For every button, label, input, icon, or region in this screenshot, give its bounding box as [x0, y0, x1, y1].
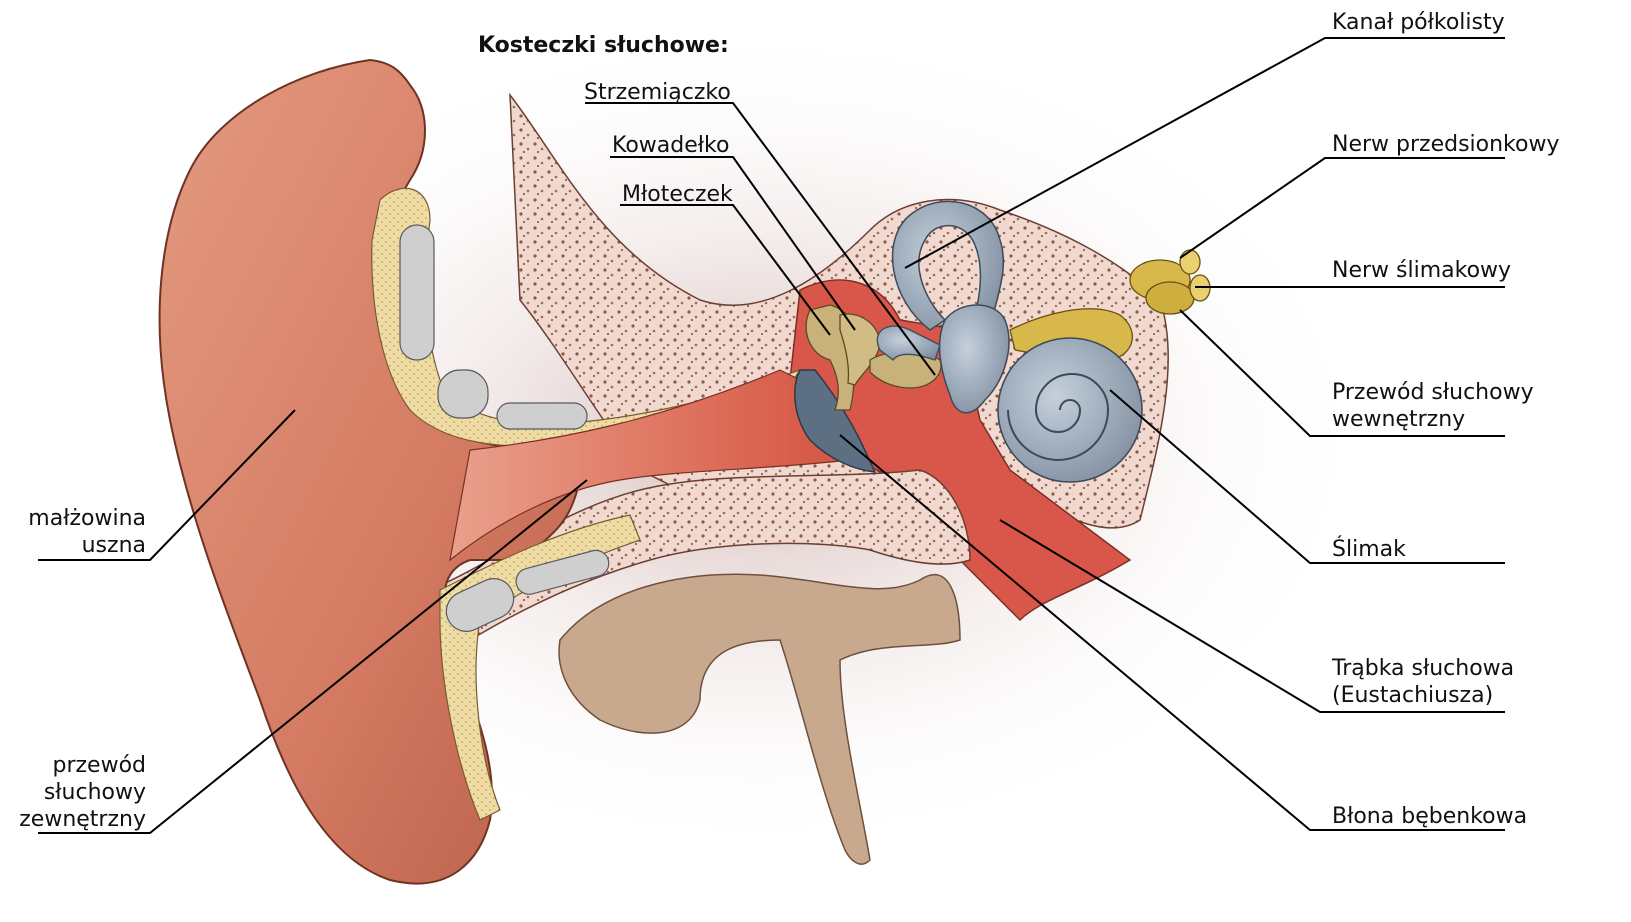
cartilage-plate-1 [400, 225, 434, 360]
label-kanal-polkolisty: Kanał półkolisty [1332, 9, 1505, 36]
label-przewod-wewnetrzny: Przewód słuchowy wewnętrzny [1332, 379, 1534, 433]
label-nerw-przedsionkowy: Nerw przedsionkowy [1332, 131, 1560, 158]
cartilage-plate-2 [438, 370, 488, 418]
cartilage-plate-3 [497, 403, 587, 429]
label-przewod-zewnetrzny: przewód słuchowy zewnętrzny [8, 752, 146, 833]
label-strzemiaczko: Strzemiączko [584, 79, 731, 106]
label-malzowina-uszna: małżowina uszna [8, 505, 146, 559]
cochlea [998, 338, 1142, 482]
label-kowadelko: Kowadełko [612, 132, 729, 159]
ossicles-heading: Kosteczki słuchowe: [478, 32, 729, 59]
label-nerw-slimakowy: Nerw ślimakowy [1332, 257, 1511, 284]
label-trabka-sluchowa: Trąbka słuchowa (Eustachiusza) [1332, 655, 1514, 709]
label-mloteczek: Młoteczek [622, 181, 733, 208]
label-blona-bebenkowa: Błona bębenkowa [1332, 803, 1527, 830]
label-slimak: Ślimak [1332, 536, 1406, 563]
